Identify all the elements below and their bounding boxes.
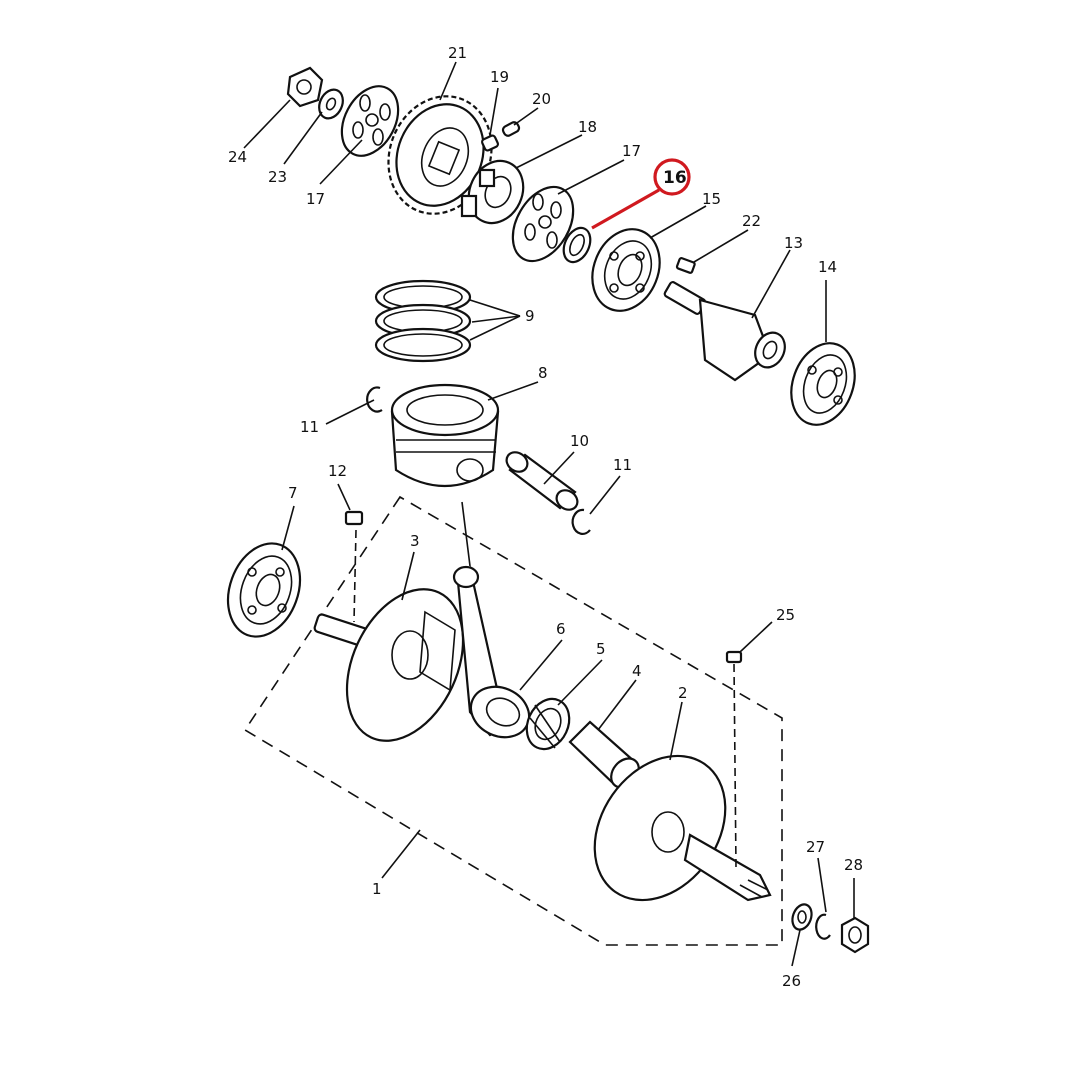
- label-18: 18: [578, 118, 597, 136]
- spring-20: [501, 121, 521, 137]
- highlight-leader: [591, 188, 660, 230]
- crank-web-2: [593, 754, 772, 902]
- nut-24: [286, 66, 324, 108]
- pin-19: [481, 134, 499, 152]
- label-6: 6: [556, 620, 566, 638]
- label-15: 15: [702, 190, 721, 208]
- label-22: 22: [742, 212, 761, 230]
- highlight-circle: [653, 158, 691, 196]
- label-14: 14: [818, 258, 837, 276]
- piston-8: [390, 383, 500, 487]
- label-25: 25: [776, 606, 795, 624]
- label-3: 3: [410, 532, 420, 550]
- bearing-7: [226, 542, 302, 638]
- label-19: 19: [490, 68, 509, 86]
- sprocket-21: [387, 95, 493, 215]
- plate-17-top: [340, 85, 400, 157]
- circlip-11-left: [366, 386, 383, 413]
- label-20: 20: [532, 90, 551, 108]
- label-4: 4: [632, 662, 642, 680]
- bearing-14: [790, 342, 856, 426]
- label-21: 21: [448, 44, 467, 62]
- label-10: 10: [570, 432, 589, 450]
- label-12: 12: [328, 462, 347, 480]
- label-11a: 11: [300, 418, 319, 436]
- key-12: [344, 510, 364, 526]
- connecting-rod-6: [452, 565, 531, 739]
- nut-28: [840, 916, 870, 954]
- label-13: 13: [784, 234, 803, 252]
- label-17b: 17: [622, 142, 641, 160]
- label-7: 7: [288, 484, 298, 502]
- part-labels: 24 23 17 21 19 20 18 17 16 15 22 13 14 9…: [228, 44, 863, 990]
- key-25: [725, 650, 743, 664]
- hub-18: [460, 159, 525, 225]
- label-24: 24: [228, 148, 247, 166]
- label-23: 23: [268, 168, 287, 186]
- washer-26: [791, 903, 813, 931]
- label-5: 5: [596, 640, 606, 658]
- label-26: 26: [782, 972, 801, 990]
- lock-washer-27: [815, 913, 831, 940]
- crank-assembly-boundary: [243, 495, 783, 946]
- bearing-15: [591, 228, 661, 312]
- part-16-highlight: [591, 158, 691, 230]
- piston-pin-10: [505, 451, 579, 511]
- washer-23: [318, 88, 344, 120]
- label-11b: 11: [613, 456, 632, 474]
- label-16: 16: [663, 168, 687, 188]
- circlip-11-right: [571, 508, 591, 535]
- needle-bearing-5: [525, 697, 571, 751]
- plate-17-second: [511, 185, 575, 263]
- label-28: 28: [844, 856, 863, 874]
- washer-16: [562, 226, 592, 264]
- label-9: 9: [525, 307, 535, 325]
- label-17a: 17: [306, 190, 325, 208]
- balancer-shaft-13: [663, 281, 786, 382]
- label-1: 1: [372, 880, 382, 898]
- label-27: 27: [806, 838, 825, 856]
- piston-rings-9: [374, 279, 472, 363]
- key-22: [675, 257, 696, 274]
- label-2: 2: [678, 684, 688, 702]
- label-8: 8: [538, 364, 548, 382]
- crank-web-3: [313, 588, 465, 742]
- leader-lines: [243, 61, 855, 967]
